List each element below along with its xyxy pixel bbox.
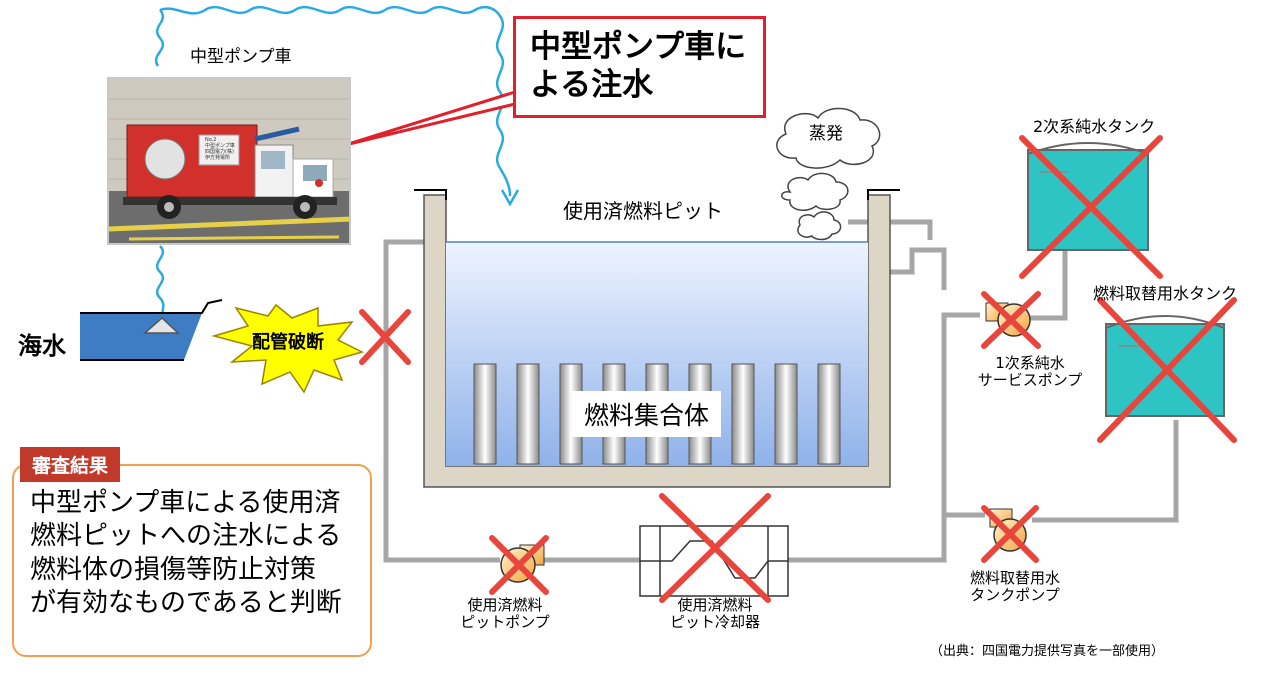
review-result-panel — [12, 464, 372, 657]
cooler-label: 使用済燃料 ピット冷却器 — [650, 596, 780, 632]
pipe-break-label: 配管破断 — [252, 332, 324, 353]
pit-label: 使用済燃料ピット — [563, 199, 723, 223]
photo-caption-3: 伊方発電所 — [205, 155, 231, 161]
pit-pump-label-2: ピットポンプ — [460, 613, 550, 632]
pump-truck-photo: No.2 中型ポンプ車 四国電力(株) 伊方発電所 — [107, 77, 351, 245]
callout-text: 中型ポンプ車に よる注水 — [530, 29, 747, 103]
disabled-cross-marks — [359, 135, 1237, 603]
seawater-edge — [80, 299, 223, 361]
pump-truck-callout: 中型ポンプ車に よる注水 — [513, 16, 766, 118]
primary-pump-label-1: 1次系純水 — [995, 354, 1065, 372]
callout-pointer — [344, 90, 516, 147]
photo-caption-1: 中型ポンプ車 — [205, 143, 235, 149]
pit-pump-label-1: 使用済燃料 — [467, 596, 543, 614]
refuel-pump-label: 燃料取替用水 タンクポンプ — [955, 569, 1075, 605]
photo-caption-2: 四国電力(株) — [205, 149, 234, 155]
pit-pump-label: 使用済燃料 ピットポンプ — [445, 596, 565, 632]
cross-pipe-break — [359, 309, 411, 365]
fuel-assembly-label: 燃料集合体 — [572, 391, 722, 437]
cross-cooler — [659, 493, 771, 603]
review-title: 審査結果 — [20, 447, 121, 482]
refuel-pump-label-1: 燃料取替用水 — [969, 569, 1060, 587]
pit-rim — [414, 189, 900, 200]
supply-hose — [154, 5, 512, 197]
photo-caption-0: No.2 — [205, 137, 217, 143]
pipe-break-burst — [211, 303, 365, 394]
source-note: （出典：四国電力提供写真を一部使用） — [930, 644, 1165, 659]
spent-fuel-pit-cooler — [639, 525, 789, 597]
primary-pump-label-2: サービスポンプ — [977, 371, 1083, 390]
seawater-label: 海水 — [18, 332, 66, 360]
seawater-basin — [80, 313, 202, 360]
review-body: 中型ポンプ車による使用済 燃料ピットへの注水による 燃料体の損傷等防止対策 が有… — [30, 488, 342, 618]
cross-secondary-tank — [1019, 135, 1163, 279]
cross-primary-pump — [981, 291, 1041, 349]
cooler-label-2: ピット冷却器 — [669, 613, 760, 632]
secondary-tank-label: 2次系純水タンク — [1033, 117, 1156, 136]
intake-hose — [155, 245, 165, 317]
evaporation-label: 蒸発 — [809, 124, 843, 144]
primary-pump-label: 1次系純水 サービスポンプ — [960, 354, 1100, 390]
hose-arrow — [500, 189, 520, 207]
refuel-tank-label: 燃料取替用水タンク — [1093, 284, 1238, 303]
evaporation-clouds — [776, 107, 881, 241]
cross-refuel-pump — [981, 505, 1039, 563]
cross-refuel-tank — [1097, 297, 1237, 443]
cross-pit-pump — [489, 535, 549, 595]
cooler-label-1: 使用済燃料 — [677, 596, 753, 614]
refuel-pump-label-2: タンクポンプ — [970, 586, 1060, 605]
strainer — [143, 316, 180, 334]
pump-truck-label: 中型ポンプ車 — [190, 47, 292, 67]
